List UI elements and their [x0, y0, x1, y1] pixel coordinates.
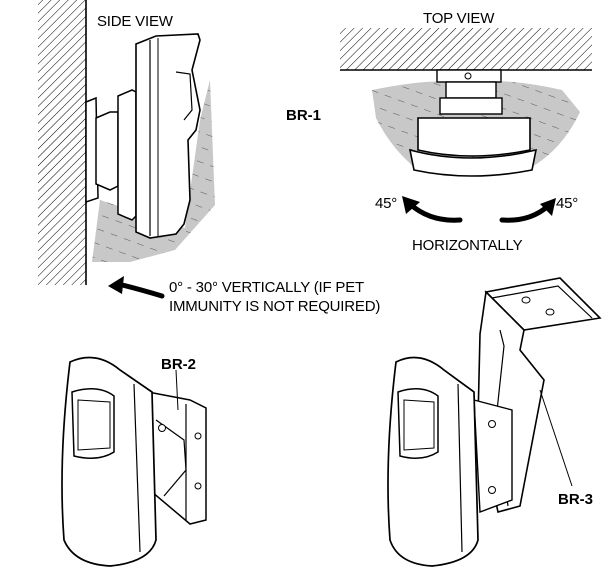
br3-detector	[387, 356, 479, 567]
horizontally-label: HORIZONTALLY	[412, 237, 523, 254]
br2-label: BR-2	[161, 356, 197, 373]
bracket-wall-plate	[85, 96, 99, 204]
top-view-label: TOP VIEW	[423, 10, 495, 27]
br3-lens-window	[397, 388, 439, 459]
pan-right-arrow	[499, 203, 551, 223]
left-angle-label: 45°	[375, 195, 398, 212]
pan-left-arrow	[407, 201, 463, 223]
bracket-swivel	[95, 111, 119, 191]
side-view-figure	[38, 0, 215, 285]
ceiling-hatch	[340, 28, 592, 70]
br3-label: BR-3	[558, 491, 594, 508]
br3-figure	[387, 277, 602, 567]
vertical-range-line2: IMMUNITY IS NOT REQUIRED)	[169, 298, 381, 315]
br2-figure	[61, 356, 207, 567]
detector-top-body	[417, 117, 531, 157]
detector-side-body	[135, 33, 201, 239]
br3-leader	[539, 389, 573, 487]
br2-detector	[61, 356, 157, 567]
top-view-figure	[340, 28, 592, 177]
side-view-label: SIDE VIEW	[97, 13, 173, 30]
br2-lens-window	[71, 388, 115, 459]
wall-hatch	[38, 0, 86, 285]
br1-label: BR-1	[286, 107, 322, 124]
br2-bracket	[147, 391, 207, 525]
vertical-range-line1: 0° - 30° VERTICALLY (IF PET	[169, 279, 364, 296]
vertical-tilt-arrow	[115, 281, 165, 299]
right-angle-label: 45°	[556, 195, 579, 212]
